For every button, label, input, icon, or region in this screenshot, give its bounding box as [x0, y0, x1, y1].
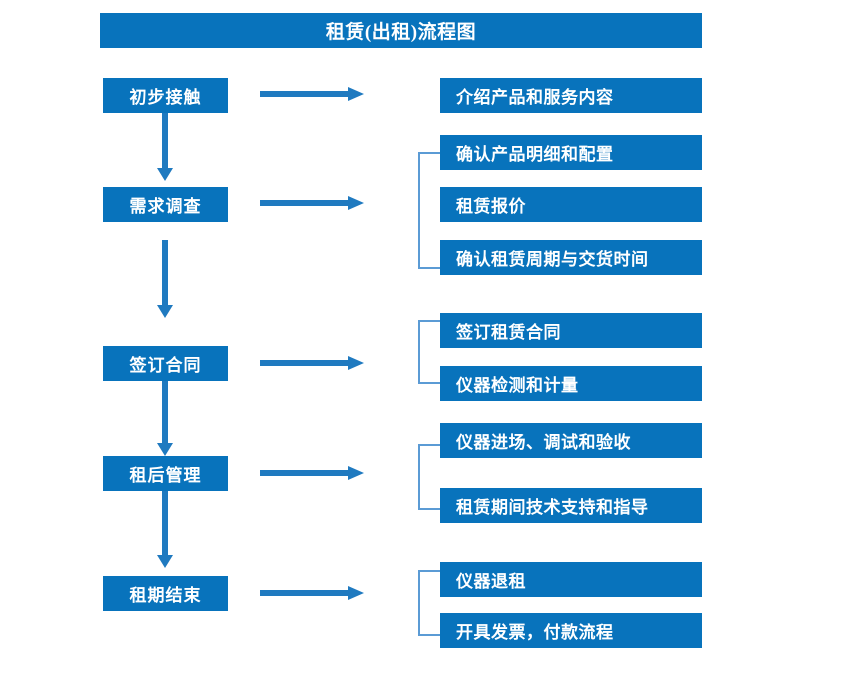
detail-box-instrument-return[interactable]: 仪器退租 — [440, 562, 702, 597]
detail-box-confirm-period-delivery[interactable]: 确认租赁周期与交货时间 — [440, 240, 702, 275]
detail-box-instrument-entry-commissioning[interactable]: 仪器进场、调试和验收 — [440, 423, 702, 458]
bracket-stage2-group — [418, 152, 442, 269]
detail-box-intro-products[interactable]: 介绍产品和服务内容 — [440, 78, 702, 113]
stage-box-lease-end[interactable]: 租期结束 — [103, 576, 228, 611]
detail-box-invoice-payment[interactable]: 开具发票，付款流程 — [440, 613, 702, 648]
stage-box-sign-contract[interactable]: 签订合同 — [103, 346, 228, 381]
detail-box-rental-quote[interactable]: 租赁报价 — [440, 187, 702, 222]
arrow-right-stage1-icon — [260, 87, 364, 101]
detail-box-instrument-inspection[interactable]: 仪器检测和计量 — [440, 366, 702, 401]
arrow-down-stage2-to-stage3-icon — [157, 240, 173, 318]
bracket-stage3-group — [418, 320, 442, 384]
arrow-down-stage1-to-stage2-icon — [157, 113, 173, 181]
detail-box-sign-rental-contract[interactable]: 签订租赁合同 — [440, 313, 702, 348]
arrow-right-stage4-icon — [260, 466, 364, 480]
arrow-down-stage4-to-stage5-icon — [157, 491, 173, 568]
stage-box-post-rental-management[interactable]: 租后管理 — [103, 456, 228, 491]
stage-box-initial-contact[interactable]: 初步接触 — [103, 78, 228, 113]
arrow-down-stage3-to-stage4-icon — [157, 381, 173, 456]
arrow-right-stage3-icon — [260, 356, 364, 370]
bracket-stage4-group — [418, 444, 442, 510]
detail-box-confirm-product-config[interactable]: 确认产品明细和配置 — [440, 135, 702, 170]
detail-box-technical-support[interactable]: 租赁期间技术支持和指导 — [440, 488, 702, 523]
arrow-right-stage2-icon — [260, 196, 364, 210]
bracket-stage5-group — [418, 570, 442, 636]
stage-box-demand-survey[interactable]: 需求调查 — [103, 187, 228, 222]
arrow-right-stage5-icon — [260, 586, 364, 600]
page-title: 租赁(出租)流程图 — [100, 13, 702, 48]
